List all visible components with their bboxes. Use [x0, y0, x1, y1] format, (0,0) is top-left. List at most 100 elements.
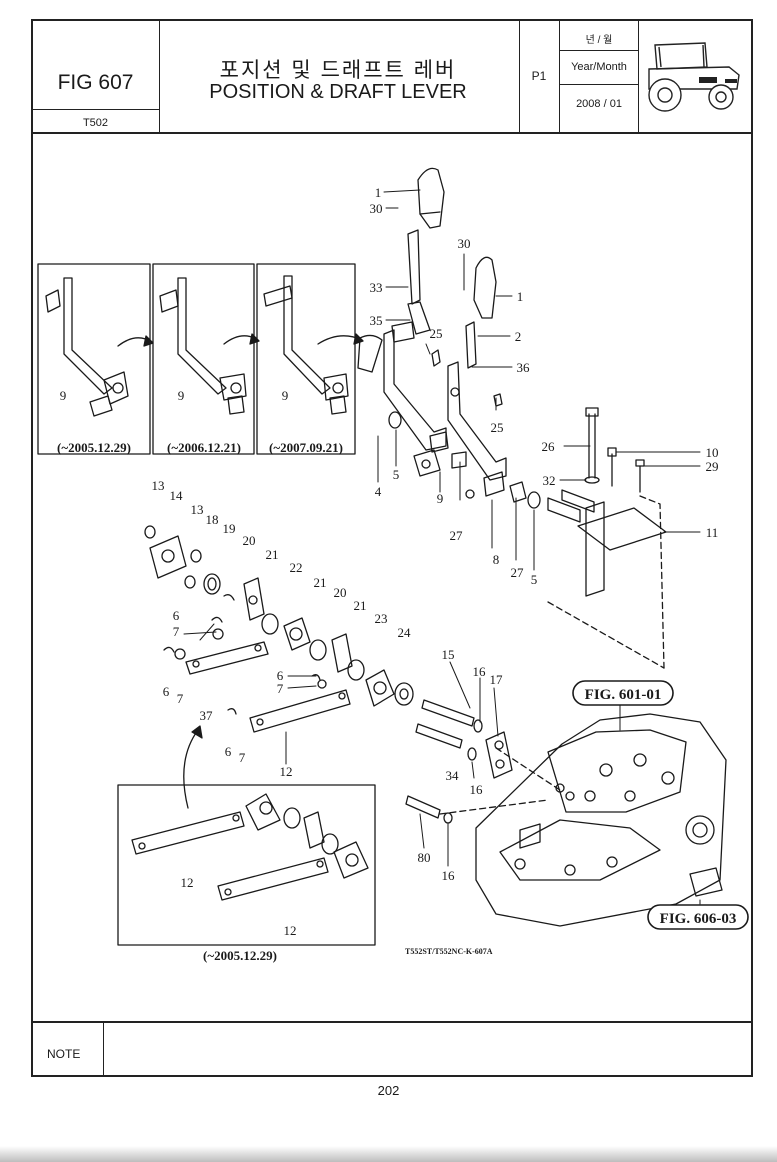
variant-arrow-3-head — [353, 333, 364, 345]
callout: 1 — [517, 289, 524, 304]
callout: 29 — [706, 459, 719, 474]
variant-box-2 — [152, 263, 255, 455]
callout: 8 — [493, 552, 500, 567]
leader-lines — [183, 189, 701, 905]
year-month-label-korean: 년 / 월 — [585, 35, 613, 46]
callout: 16 — [470, 782, 484, 797]
year-month-divider-2 — [560, 84, 639, 85]
note-divider — [103, 1021, 104, 1077]
callout: 1 — [375, 185, 382, 200]
lower-variant-links — [131, 793, 369, 901]
callout: 7 — [177, 691, 184, 706]
callout: 30 — [458, 236, 471, 251]
callout: 20 — [334, 585, 347, 600]
callout: 7 — [277, 681, 284, 696]
model-code: T502 — [82, 117, 109, 129]
ref-box-fig-606 — [647, 904, 749, 930]
callout: 27 — [450, 528, 464, 543]
fig-model-divider — [33, 109, 160, 110]
page-tag: P1 — [531, 69, 547, 83]
dashed-guide-3 — [495, 747, 561, 791]
callout: 13 — [152, 478, 165, 493]
callout: 36 — [517, 360, 531, 375]
callout: 26 — [542, 439, 556, 454]
callout: 32 — [543, 473, 556, 488]
variant-date-3: (~2007.09.21) — [269, 440, 343, 455]
callout: 10 — [706, 445, 719, 460]
callout: 16 — [473, 664, 487, 679]
callout: 35 — [370, 313, 383, 328]
callout: 34 — [446, 768, 460, 783]
callout: 6 — [163, 684, 170, 699]
callout: 24 — [398, 625, 412, 640]
callout: 16 — [442, 868, 456, 883]
drawing-code: T552ST/T552NC-K-607A — [405, 947, 493, 956]
callout: 9 — [60, 388, 67, 403]
callout: 12 — [181, 875, 194, 890]
callout: 18 — [206, 512, 219, 527]
scan-edge — [0, 1146, 777, 1162]
fig-number: FIG 607 — [57, 71, 134, 94]
callout: 15 — [442, 647, 455, 662]
callout: 20 — [243, 533, 256, 548]
callout: 6 — [173, 608, 180, 623]
variant-arrow-2-head — [249, 333, 260, 345]
variant-box-3 — [256, 263, 356, 455]
callout: 21 — [314, 575, 327, 590]
lower-variant-arrow — [183, 729, 199, 809]
callout: 33 — [370, 280, 383, 295]
bracket-assembly — [547, 407, 667, 597]
callout: 25 — [491, 420, 504, 435]
callout: 4 — [375, 484, 382, 499]
callout-numbers: 1 30 33 35 25 30 1 2 36 25 26 10 29 32 1… — [60, 185, 719, 938]
callout: 80 — [418, 850, 431, 865]
lower-variant-arrow-head — [191, 725, 203, 739]
callout: 27 — [511, 565, 525, 580]
year-month-label: Year/Month — [571, 61, 627, 73]
callout: 30 — [370, 201, 383, 216]
callout: 19 — [223, 521, 236, 536]
callout: 12 — [280, 764, 293, 779]
ref-label-fig-601: FIG. 601-01 — [585, 687, 662, 703]
dashed-guide-4 — [439, 799, 549, 815]
callout: 11 — [706, 525, 719, 540]
pins-assembly — [405, 699, 513, 824]
page-tag-cell — [520, 21, 560, 132]
year-month-value: 2008 / 01 — [576, 98, 622, 110]
callout: 23 — [375, 611, 388, 626]
callout: 7 — [173, 624, 180, 639]
callout: 21 — [266, 547, 279, 562]
drawing-frame: FIG 607 T502 포지션 및 드래프트 레버 POSITION & DR… — [31, 19, 753, 1077]
ref-label-fig-606: FIG. 606-03 — [660, 911, 737, 927]
note-row-top — [33, 1021, 751, 1023]
year-month-cell — [560, 21, 639, 132]
variant-box-1 — [37, 263, 151, 455]
page-number: 202 — [377, 1083, 400, 1098]
title-korean: 포지션 및 드래프트 레버 — [219, 59, 457, 82]
callout: 37 — [200, 708, 214, 723]
callout: 9 — [178, 388, 185, 403]
ref-box-fig-601 — [572, 680, 674, 706]
note-label: NOTE — [47, 1047, 81, 1061]
callout: 22 — [290, 560, 303, 575]
callout: 2 — [515, 329, 522, 344]
lower-variant-box — [117, 784, 376, 946]
year-month-divider — [560, 50, 639, 51]
callout: 12 — [284, 923, 297, 938]
variant-date-1: (~2005.12.29) — [57, 440, 131, 455]
callout: 17 — [490, 672, 504, 687]
callout: 5 — [531, 572, 538, 587]
title-english: POSITION & DRAFT LEVER — [209, 81, 467, 103]
header-bottom-line — [33, 132, 751, 134]
callout: 6 — [225, 744, 232, 759]
variant-date-2: (~2006.12.21) — [167, 440, 241, 455]
tractor-thumbnail-icon — [648, 42, 740, 112]
callout: 7 — [239, 750, 246, 765]
linkage-parts — [144, 525, 414, 733]
callout: 5 — [393, 467, 400, 482]
transmission-housing — [475, 713, 727, 927]
callout: 6 — [277, 668, 284, 683]
callout: 14 — [170, 488, 184, 503]
dashed-guide-1 — [547, 601, 665, 669]
